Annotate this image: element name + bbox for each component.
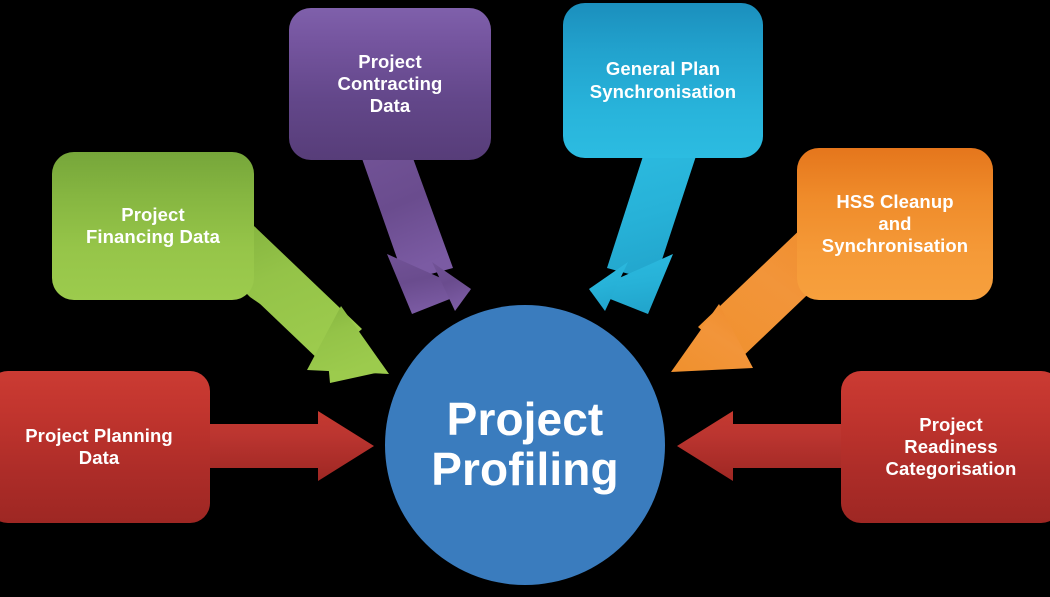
arrow-contracting-shaft [359, 150, 453, 281]
arrow-planning-to-center [203, 411, 374, 481]
arrow-financing-head [307, 306, 389, 374]
arrow-generalplan-head [590, 254, 673, 314]
arrow-contracting-head [387, 254, 470, 314]
arrow-generalplan-shaft [607, 150, 698, 281]
arrow-generalplan-tip [589, 262, 628, 311]
arrow-hss-head [671, 304, 753, 372]
arrow-contracting-tip [432, 262, 471, 311]
arrow-readiness-to-center [677, 411, 848, 481]
